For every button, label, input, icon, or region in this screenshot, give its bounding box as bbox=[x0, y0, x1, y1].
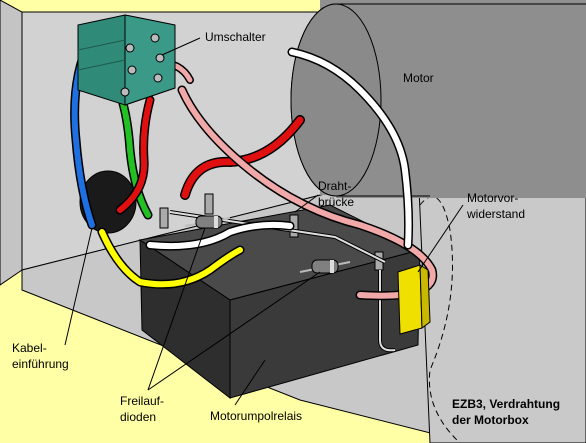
label-draht-1: Draht- bbox=[318, 179, 351, 193]
switch bbox=[77, 14, 176, 106]
leader-lines bbox=[64, 37, 464, 406]
motor-resistor bbox=[397, 264, 431, 335]
label-kabel-2: einführung bbox=[12, 357, 69, 371]
label-freilauf-2: dioden bbox=[120, 410, 156, 424]
label-motor: Motor bbox=[403, 71, 434, 85]
freewheel-diode-2 bbox=[299, 259, 351, 274]
relay bbox=[138, 193, 422, 400]
label-umschalter: Umschalter bbox=[205, 30, 266, 44]
box-left-wall bbox=[0, 0, 23, 286]
label-motorvor-2: widerstand bbox=[466, 207, 525, 221]
label-motorvor-1: Motorvor- bbox=[467, 191, 518, 205]
label-kabel-1: Kabel- bbox=[12, 341, 47, 355]
caption-line-2: der Motorbox bbox=[452, 413, 529, 427]
caption-line-1: EZB3, Verdrahtung bbox=[452, 397, 560, 411]
label-relais: Motorumpolrelais bbox=[210, 409, 302, 423]
label-draht-2: brücke bbox=[318, 195, 354, 209]
freewheel-diode-1 bbox=[184, 215, 231, 229]
motor bbox=[290, 0, 586, 198]
panel-cutout-outline bbox=[419, 196, 461, 443]
wire-bridge bbox=[169, 210, 396, 353]
label-freilauf-1: Freilauf- bbox=[120, 394, 164, 408]
